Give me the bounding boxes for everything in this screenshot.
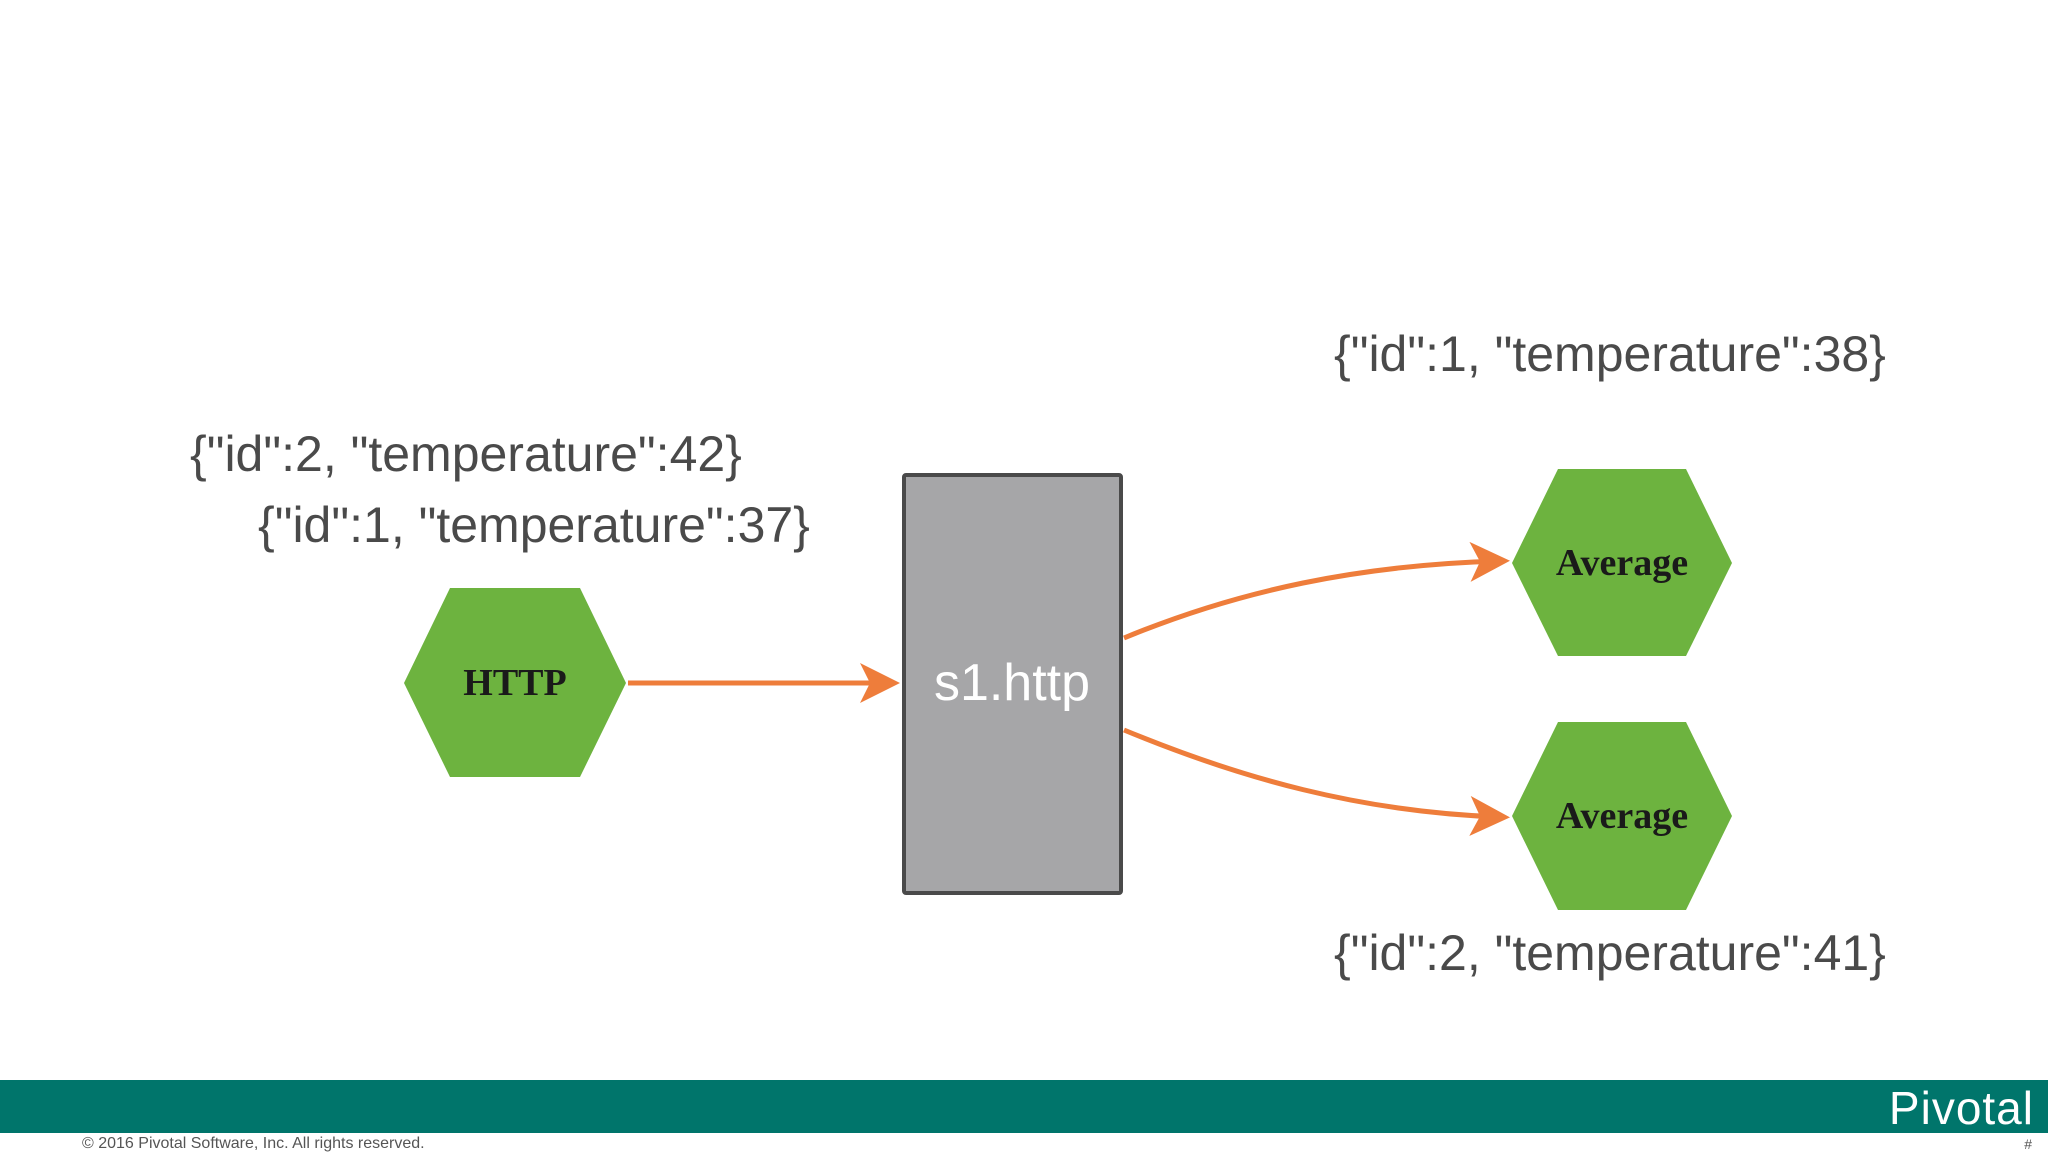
output-message-top: {"id":1, "temperature":38} <box>1334 326 1886 382</box>
input-message-bottom: {"id":1, "temperature":37} <box>258 497 810 553</box>
input-message-top: {"id":2, "temperature":42} <box>190 426 742 482</box>
footer-band <box>0 1080 2048 1133</box>
http-node-label: HTTP <box>463 662 566 704</box>
copyright-notice: © 2016 Pivotal Software, Inc. All rights… <box>82 1135 425 1152</box>
average-bottom-label: Average <box>1556 795 1688 837</box>
stream-box-shape <box>902 473 1123 895</box>
average-top-hexagon-shape <box>1512 469 1732 656</box>
arrow-stream-to-average-top <box>1123 541 1510 641</box>
average-bottom-hexagon-shape <box>1512 722 1732 910</box>
stream-node-label: s1.http <box>934 654 1090 712</box>
http-hexagon-shape <box>404 588 626 777</box>
flow-diagram: HTTP s1.http Average Average <box>404 469 1732 910</box>
average-node-bottom: Average <box>1512 722 1732 910</box>
page-number: # <box>2024 1136 2032 1152</box>
http-source-node: HTTP <box>404 588 626 777</box>
average-top-label: Average <box>1556 542 1688 584</box>
arrow-stream-to-average-bottom <box>1123 727 1510 836</box>
output-message-bottom: {"id":2, "temperature":41} <box>1334 925 1886 981</box>
stream-node: s1.http <box>902 473 1123 895</box>
pivotal-logo: Pivotal <box>1888 1082 2034 1134</box>
average-node-top: Average <box>1512 469 1732 656</box>
